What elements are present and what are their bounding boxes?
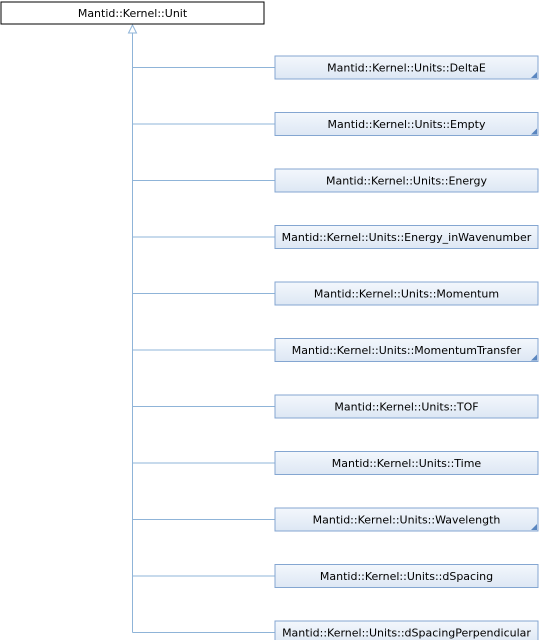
- derived-class-nodes: Mantid::Kernel::Units::DeltaEMantid::Ker…: [274, 55, 539, 640]
- node-label: Mantid::Kernel::Units::Energy: [326, 175, 487, 188]
- derived-class-node[interactable]: Mantid::Kernel::Units::Energy: [274, 168, 539, 193]
- expand-marker-icon: [531, 354, 537, 361]
- node-label: Mantid::Kernel::Units::Momentum: [314, 288, 499, 301]
- derived-class-node[interactable]: Mantid::Kernel::Units::dSpacingPerpendic…: [274, 620, 539, 640]
- base-class-node[interactable]: Mantid::Kernel::Unit: [0, 1, 265, 25]
- node-label: Mantid::Kernel::Units::Time: [332, 457, 482, 470]
- node-box: [274, 564, 539, 588]
- derived-class-node[interactable]: Mantid::Kernel::Units::Wavelength: [274, 507, 539, 532]
- node-box: [274, 112, 539, 136]
- expand-marker-icon: [531, 72, 537, 78]
- derived-class-node[interactable]: Mantid::Kernel::Units::Momentum: [274, 281, 539, 306]
- node-box: [274, 225, 539, 249]
- node-label: Mantid::Kernel::Units::DeltaE: [327, 62, 486, 75]
- derived-class-node[interactable]: Mantid::Kernel::Units::Time: [274, 451, 539, 475]
- node-box: [274, 55, 539, 80]
- node-box: [274, 620, 539, 640]
- node-label: Mantid::Kernel::Units::MomentumTransfer: [292, 344, 522, 357]
- derived-class-node[interactable]: Mantid::Kernel::Units::dSpacing: [274, 564, 539, 588]
- node-label: Mantid::Kernel::Units::TOF: [334, 401, 478, 414]
- derived-class-node[interactable]: Mantid::Kernel::Units::DeltaE: [274, 55, 539, 80]
- node-label: Mantid::Kernel::Units::dSpacing: [320, 570, 493, 583]
- derived-class-node[interactable]: Mantid::Kernel::Units::MomentumTransfer: [274, 338, 539, 362]
- derived-class-node[interactable]: Mantid::Kernel::Units::TOF: [274, 394, 539, 419]
- expand-marker-icon: [531, 128, 537, 135]
- node-label: Mantid::Kernel::Units::Energy_inWavenumb…: [282, 231, 532, 244]
- node-label: Mantid::Kernel::Units::dSpacingPerpendic…: [282, 627, 531, 640]
- node-box: [274, 281, 539, 306]
- node-box: [274, 168, 539, 193]
- base-class-label: Mantid::Kernel::Unit: [78, 7, 188, 20]
- derived-class-node[interactable]: Mantid::Kernel::Units::Energy_inWavenumb…: [274, 225, 539, 249]
- node-box: [274, 507, 539, 532]
- expand-marker-icon: [531, 524, 537, 530]
- node-label: Mantid::Kernel::Units::Wavelength: [313, 514, 501, 527]
- node-box: [274, 451, 539, 475]
- derived-class-node[interactable]: Mantid::Kernel::Units::Empty: [274, 112, 539, 136]
- inheritance-arrowhead: [127, 23, 138, 34]
- node-box: [274, 338, 539, 362]
- node-box: [274, 394, 539, 419]
- inheritance-edges: [127, 23, 275, 633]
- node-label: Mantid::Kernel::Units::Empty: [328, 118, 486, 131]
